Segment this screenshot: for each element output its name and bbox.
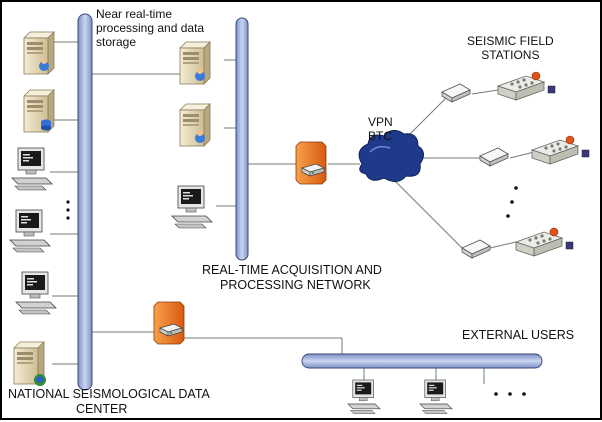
more-users-dots bbox=[494, 392, 526, 396]
router-icon bbox=[461, 239, 491, 259]
acquisition-network-bus bbox=[235, 17, 249, 261]
workstation-icon bbox=[9, 209, 51, 253]
near-realtime-label: Near real-time processing and data stora… bbox=[96, 7, 204, 49]
data-center-bus bbox=[77, 13, 93, 391]
seismometer-icon bbox=[497, 71, 556, 101]
near-realtime-line3: storage bbox=[96, 35, 137, 49]
seismic-line2: STATIONS bbox=[481, 48, 540, 62]
rta-line2: PROCESSING NETWORK bbox=[220, 278, 371, 292]
btc-label: BTC bbox=[368, 129, 392, 143]
router-icon bbox=[479, 147, 509, 167]
firewall-icon bbox=[153, 301, 185, 345]
more-workstations-dots bbox=[66, 200, 70, 220]
nsdc-line2: CENTER bbox=[76, 402, 128, 416]
workstation-icon bbox=[11, 147, 53, 191]
near-realtime-line2: processing and data bbox=[96, 21, 205, 35]
nsdc-line1: NATIONAL SEISMOLOGICAL DATA bbox=[8, 387, 210, 401]
external-users-label: EXTERNAL USERS bbox=[462, 328, 575, 342]
vpn-cloud-icon bbox=[358, 130, 424, 182]
more-stations-dots bbox=[506, 186, 518, 218]
router-icon bbox=[441, 83, 471, 103]
workstation-icon bbox=[347, 379, 381, 415]
vpn-label: VPN bbox=[368, 115, 393, 129]
server-icon bbox=[13, 341, 46, 386]
nsdc-label: NATIONAL SEISMOLOGICAL DATA CENTER bbox=[8, 387, 210, 417]
vpn-btc-label: VPN BTC bbox=[368, 115, 393, 143]
seismometer-icon bbox=[531, 135, 590, 165]
server-icon bbox=[179, 103, 211, 147]
rta-network-label: REAL-TIME ACQUISITION AND PROCESSING NET… bbox=[202, 263, 382, 293]
server-icon bbox=[179, 41, 211, 85]
seismic-stations-label: SEISMIC FIELD STATIONS bbox=[467, 34, 554, 62]
workstation-icon bbox=[171, 185, 213, 229]
rta-line1: REAL-TIME ACQUISITION AND bbox=[202, 263, 382, 277]
workstation-icon bbox=[15, 271, 57, 315]
near-realtime-line1: Near real-time bbox=[96, 7, 173, 21]
firewall-icon bbox=[295, 141, 327, 185]
server-icon bbox=[23, 89, 55, 133]
external-users-bus bbox=[301, 353, 543, 369]
connections bbox=[50, 41, 535, 384]
server-icon bbox=[23, 31, 55, 75]
workstation-icon bbox=[419, 379, 453, 415]
seismic-line1: SEISMIC FIELD bbox=[467, 34, 554, 48]
seismometer-icon bbox=[515, 227, 574, 257]
